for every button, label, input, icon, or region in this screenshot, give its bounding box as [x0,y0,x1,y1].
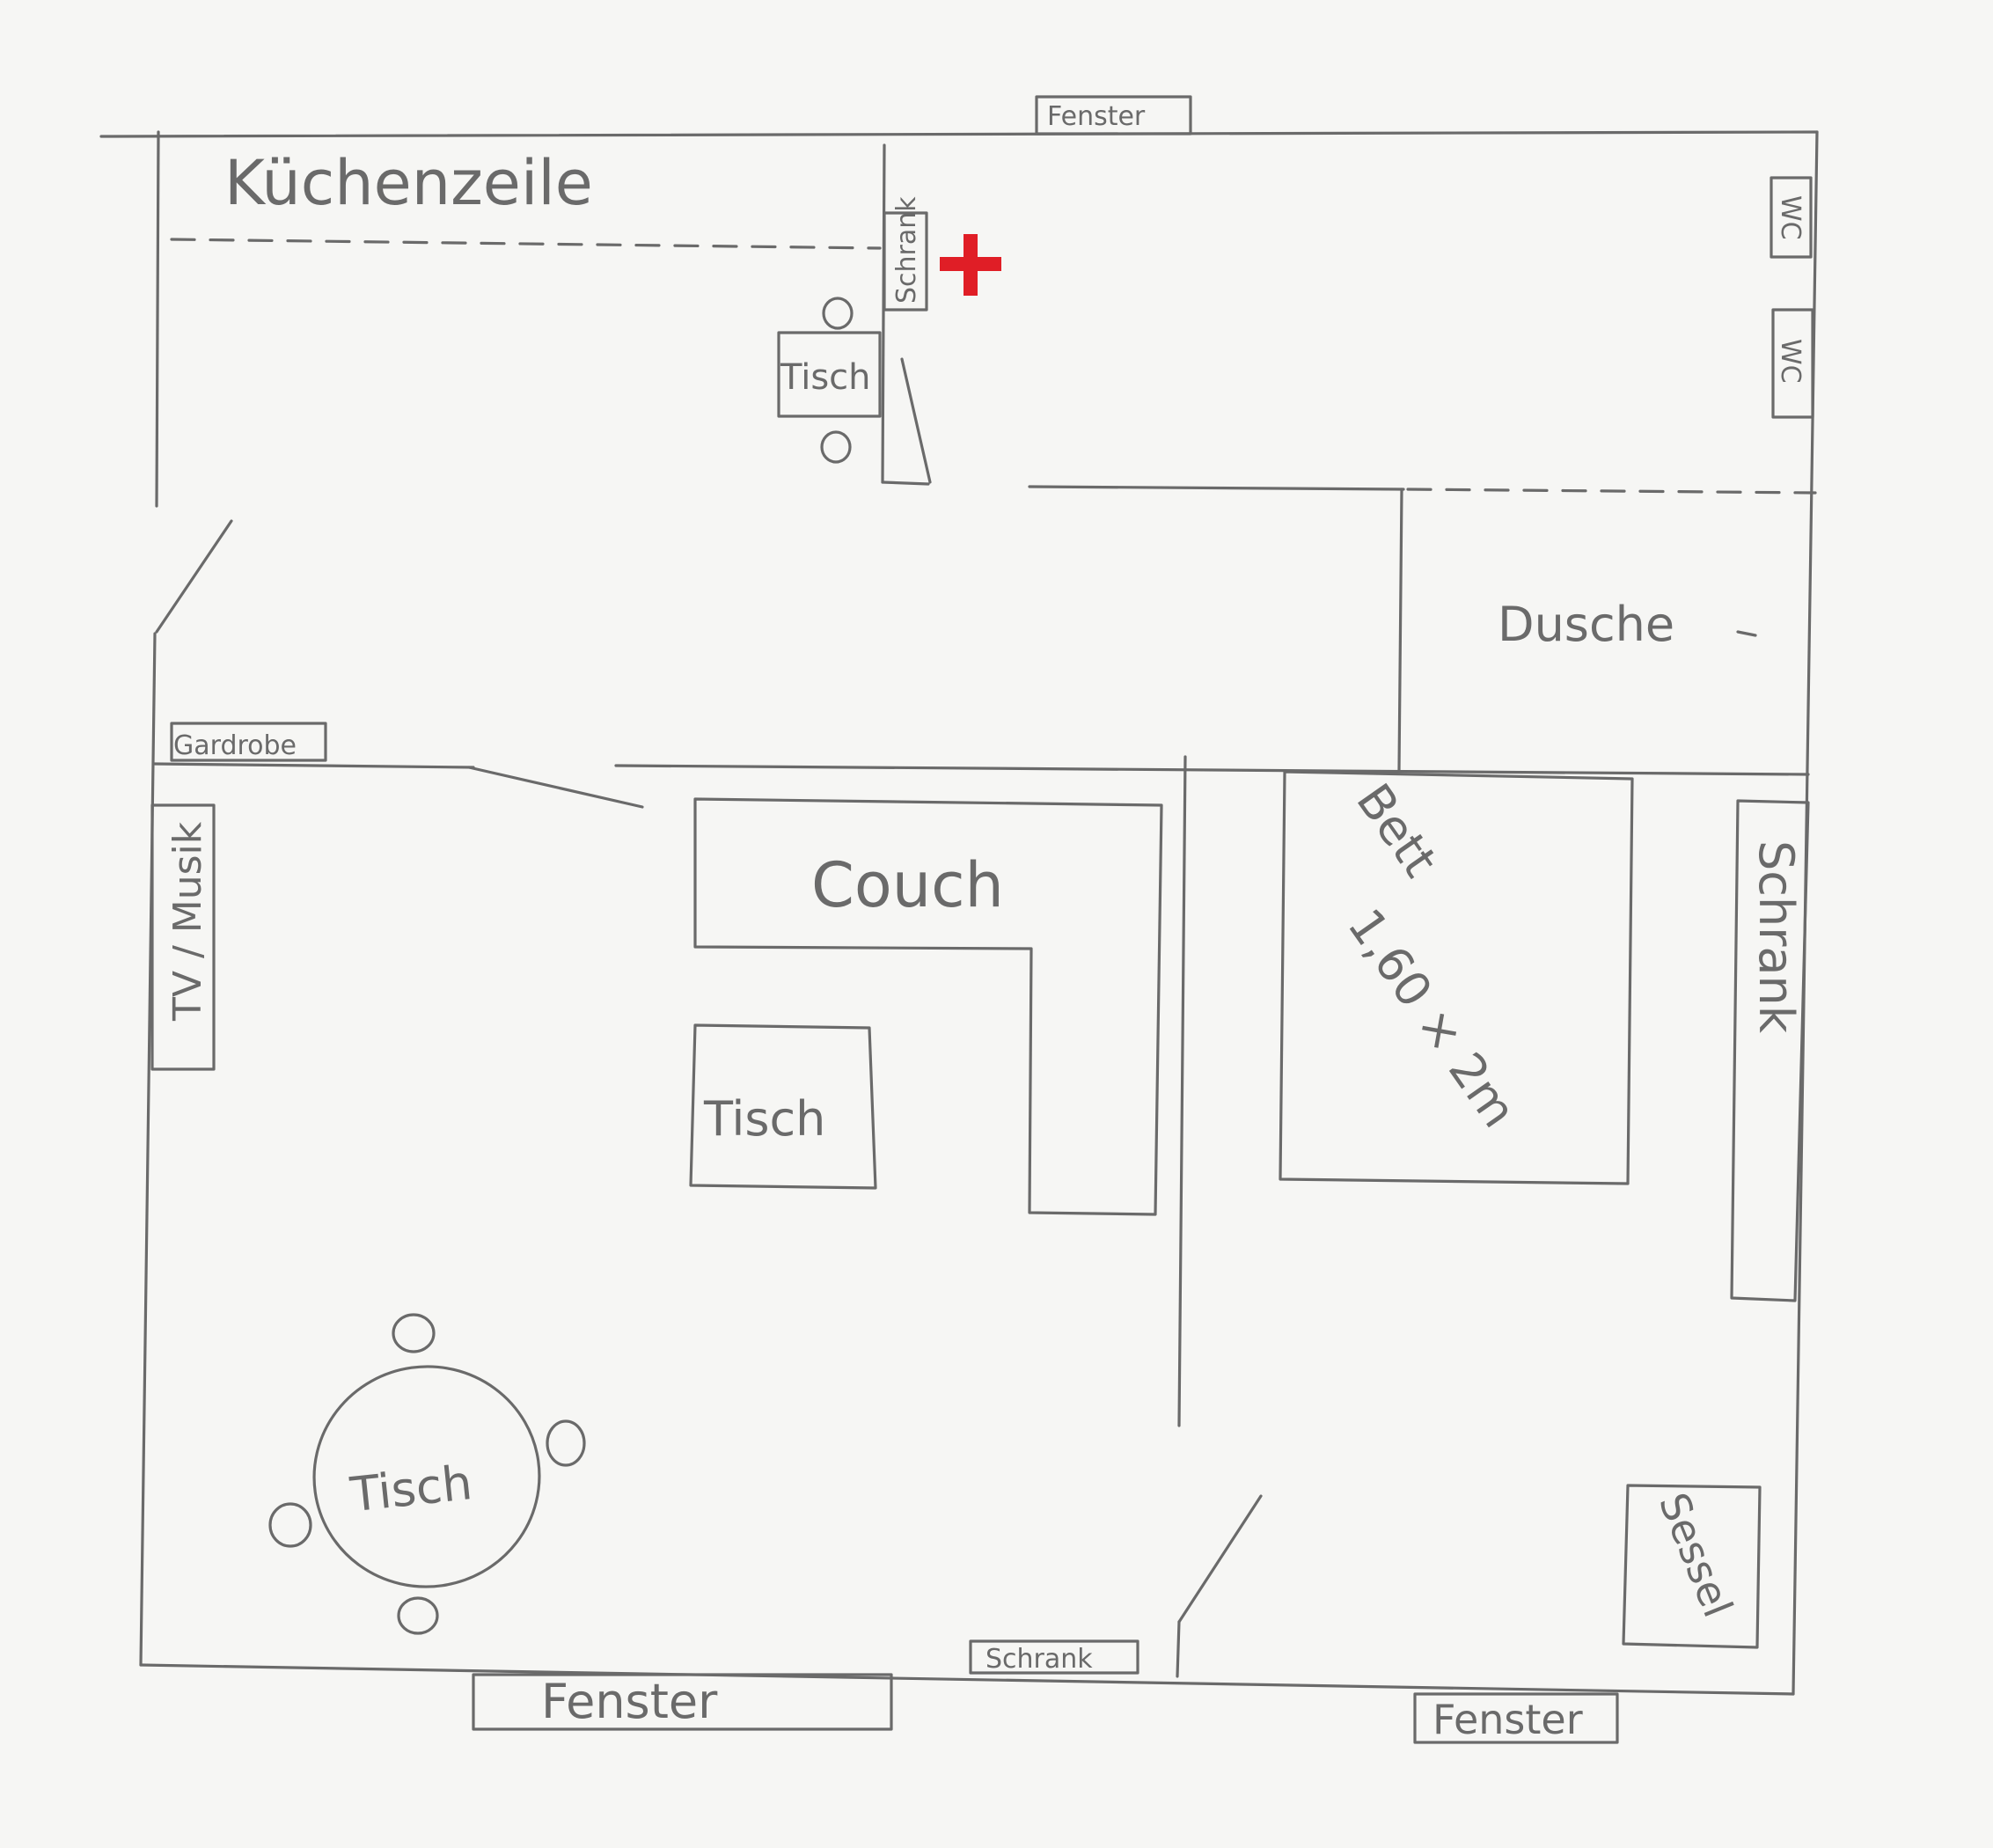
label-schrank-kitchen: Schrank [891,196,922,304]
label-garderobe: Gardrobe [173,730,297,761]
chair-circle-icon [546,1419,586,1467]
chair-circle-icon [268,1502,312,1548]
couch-shape [693,797,1163,1216]
bedroom-wardrobe [1730,799,1810,1302]
label-bett-size: 1,60 × 2m [1337,898,1527,1137]
label-tv-musik: TV / Musik [165,821,210,1022]
sessel-box [1622,1484,1762,1649]
label-schrank-bottom: Schrank [986,1644,1093,1675]
window-top [1035,95,1192,136]
red-plus-icon [940,234,1001,296]
label-tisch-living: Tisch [703,1091,825,1147]
bed-frame [1279,770,1634,1185]
tv-musik-box [150,803,216,1071]
door-left-hall [155,519,233,634]
label-fenster-bottom-right: Fenster [1432,1696,1583,1743]
bottom-fixtures [472,1639,1619,1744]
middle-wall [153,755,1810,1427]
label-schrank-bedroom: Schrank [1748,840,1804,1034]
label-fenster-top: Fenster [1047,101,1146,132]
chair-circle-icon [392,1313,436,1353]
label-fenster-bottom-left: Fenster [541,1674,718,1729]
chair-circle-icon [397,1596,439,1635]
door-bottom [1176,1494,1263,1678]
bathroom-walls [1028,485,1817,772]
label-couch: Couch [811,849,1004,921]
label-wc: WC [1775,195,1806,240]
label-wc-2: WC [1775,339,1806,384]
garderobe-box [170,722,327,762]
living-table [689,1023,877,1190]
label-tisch-kitchen: Tisch [780,357,871,398]
wc-area [1770,176,1814,419]
label-sessel: Sessel [1650,1486,1742,1624]
label-dusche: Dusche [1498,597,1674,652]
label-bett: Bett [1345,774,1447,886]
kitchen-area [170,143,932,486]
label-tisch-dining: Tisch [347,1455,474,1522]
label-kuechenzeile: Küchenzeile [224,147,593,219]
dining-set [268,1313,586,1635]
